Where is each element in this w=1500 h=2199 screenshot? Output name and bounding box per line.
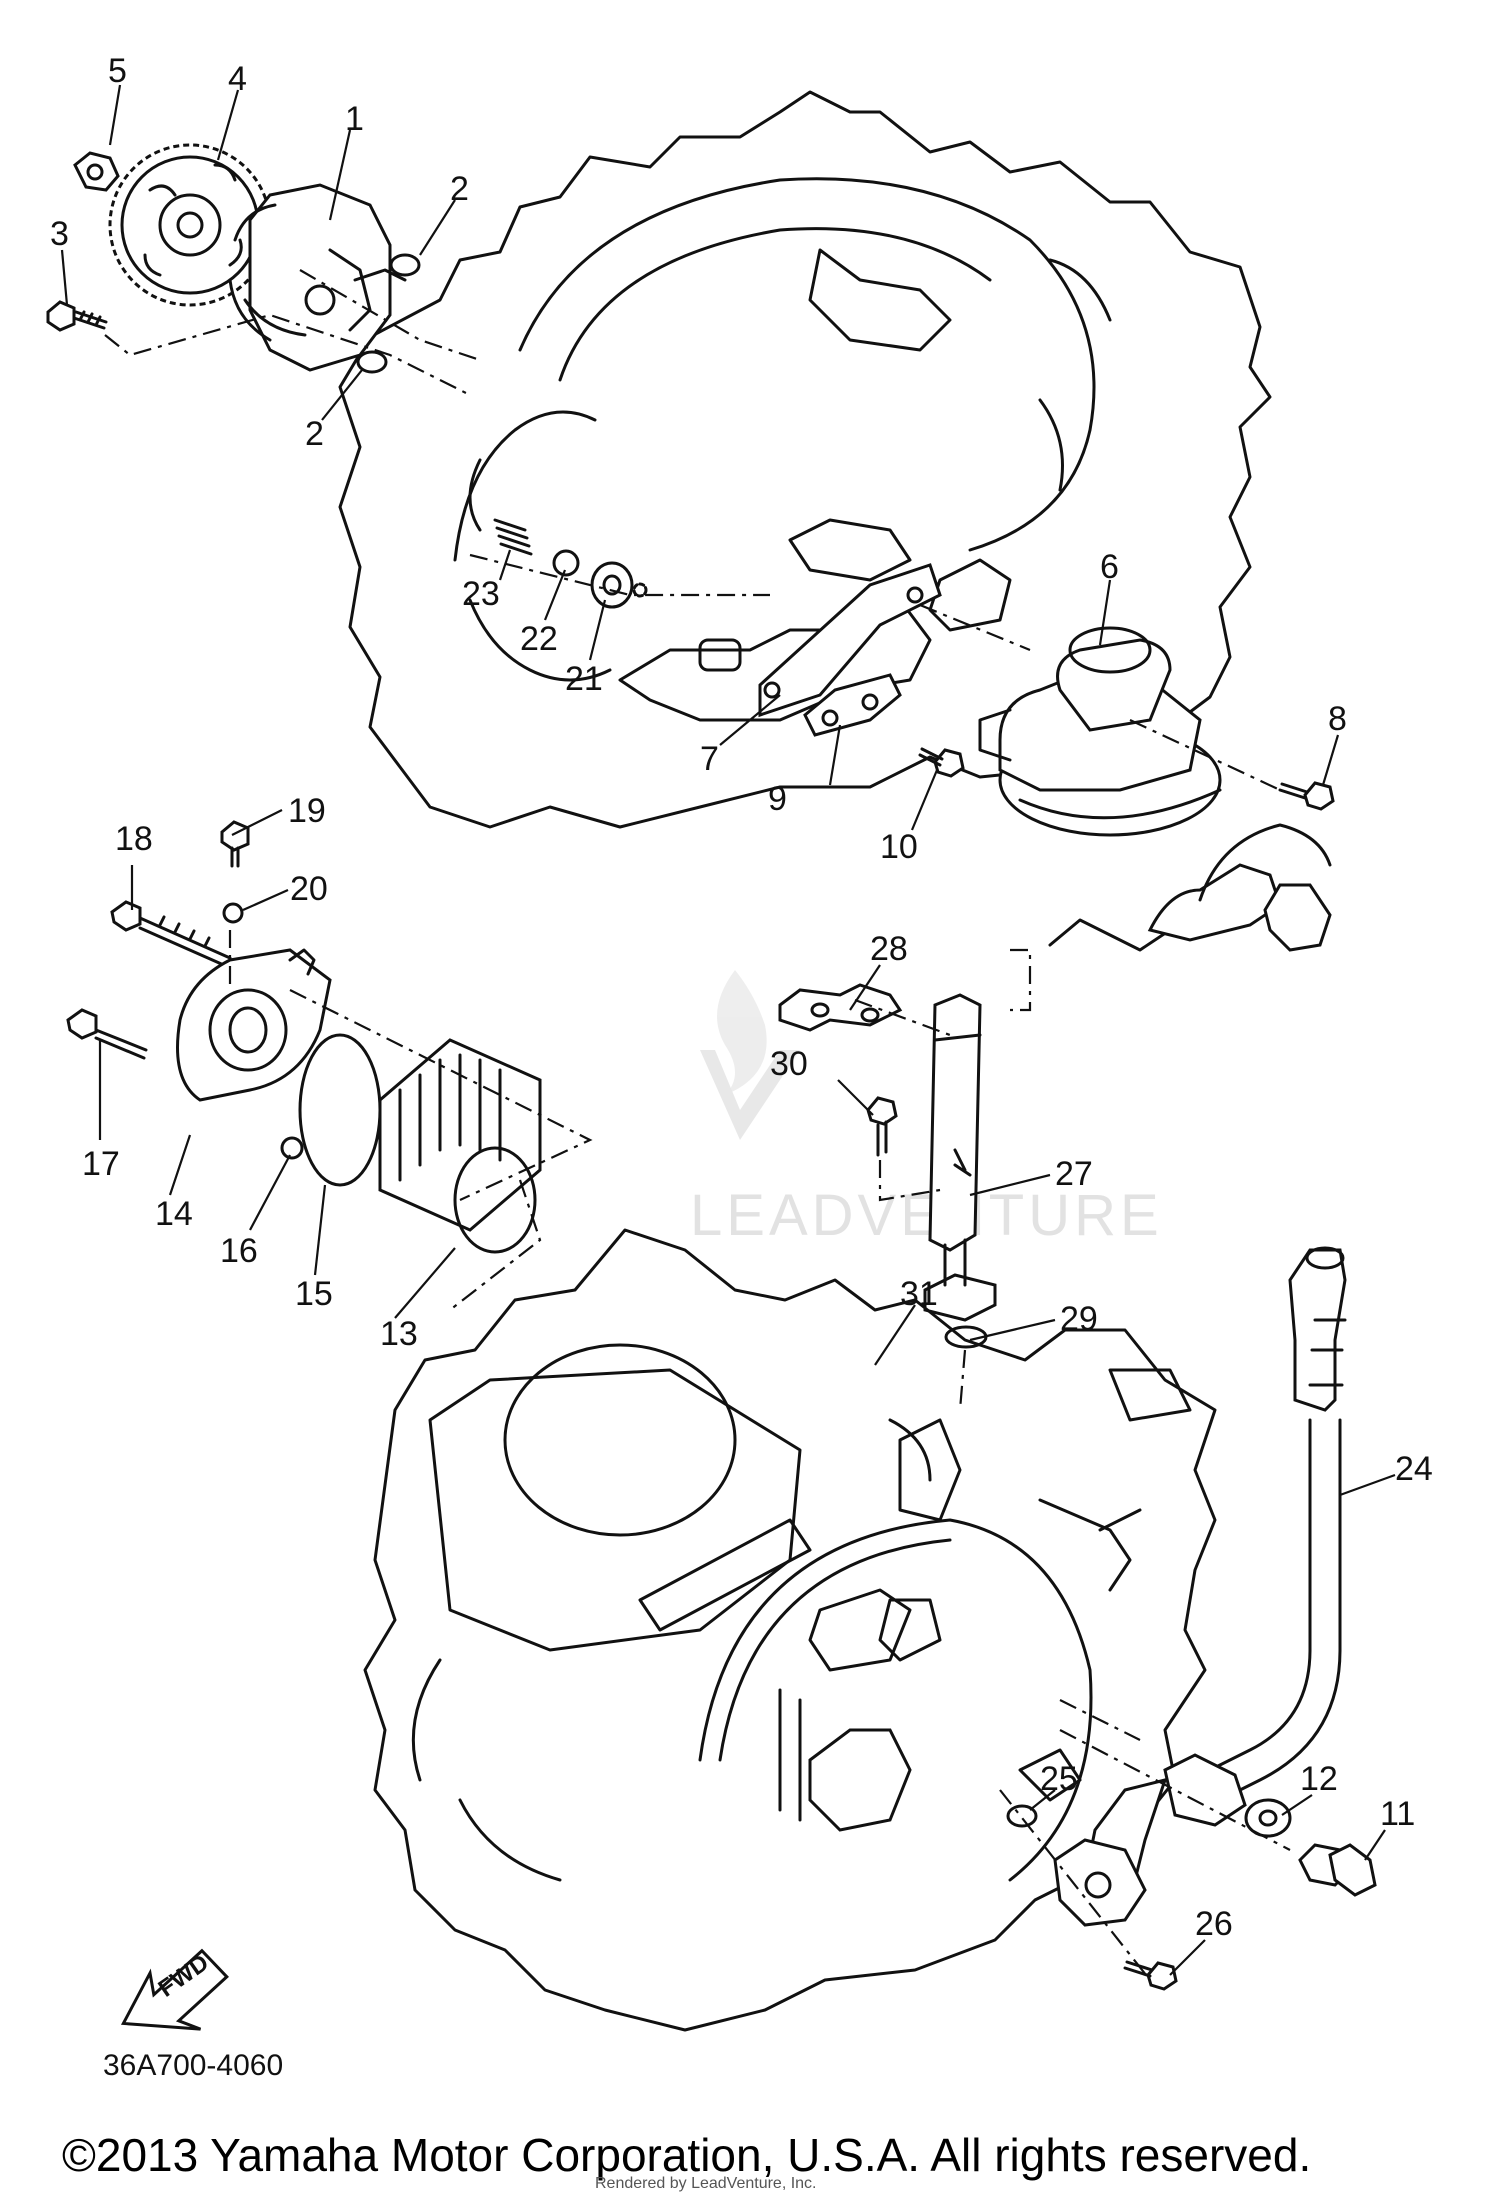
callout-30: 30 xyxy=(770,1045,808,1083)
bracket-7 xyxy=(758,563,942,718)
filter-cover-14 xyxy=(176,948,332,1102)
bolt-26 xyxy=(1123,1960,1178,1991)
callout-12: 12 xyxy=(1300,1760,1338,1798)
copyright-notice: ©2013 Yamaha Motor Corporation, U.S.A. A… xyxy=(62,2129,1311,2181)
fwd-arrow-icon: FWD xyxy=(120,1948,229,2031)
callout-18: 18 xyxy=(115,820,153,858)
callout-22: 22 xyxy=(520,620,558,658)
o-ring-15 xyxy=(298,1033,382,1187)
o-ring-2b xyxy=(356,350,388,374)
callout-7: 7 xyxy=(700,740,719,778)
bolt-30 xyxy=(866,1096,898,1157)
bolt-18 xyxy=(110,900,232,968)
oil-filter-13 xyxy=(378,1038,542,1254)
callout-15: 15 xyxy=(295,1275,333,1313)
o-ring-22 xyxy=(552,549,580,577)
crankcase-lower xyxy=(363,1228,1217,2032)
callout-29: 29 xyxy=(1060,1300,1098,1338)
callout-5: 5 xyxy=(108,52,127,90)
hose-upper xyxy=(1048,823,1332,952)
flange-26 xyxy=(1053,1838,1147,1927)
callout-9: 9 xyxy=(768,780,787,818)
washer-20 xyxy=(222,902,244,924)
callout-6: 6 xyxy=(1100,548,1119,586)
o-ring-16 xyxy=(280,1136,304,1160)
diagram-code: 36A700-4060 xyxy=(103,2049,283,2082)
o-ring-2a xyxy=(389,253,421,277)
pump-bolt-3 xyxy=(46,300,108,332)
callout-11: 11 xyxy=(1380,1795,1415,1833)
oil-hose-24 xyxy=(1163,1246,1347,1827)
callout-2b: 2 xyxy=(305,415,324,453)
callout-24: 24 xyxy=(1395,1450,1433,1488)
clamp-9 xyxy=(803,673,902,737)
bolt-19 xyxy=(220,820,250,868)
bolt-8 xyxy=(1278,781,1335,811)
bracket-31 xyxy=(778,1688,912,1832)
washer-12 xyxy=(1244,1798,1292,1838)
callout-19: 19 xyxy=(288,792,326,830)
bolt-17 xyxy=(66,1008,148,1060)
watermark-text: LEADVENTURE xyxy=(690,1183,1163,1248)
callout-28: 28 xyxy=(870,930,908,968)
callout-31: 31 xyxy=(900,1275,938,1313)
bolt-10 xyxy=(918,747,965,778)
spring-23 xyxy=(493,518,533,556)
watermark-logo xyxy=(700,970,800,1140)
callout-21: 21 xyxy=(565,660,603,698)
callout-25: 25 xyxy=(1040,1760,1078,1798)
callout-13: 13 xyxy=(380,1315,418,1353)
oil-pump-gear xyxy=(108,143,272,307)
pump-nut xyxy=(73,151,120,192)
crankcase-upper xyxy=(338,90,1272,829)
callout-20: 20 xyxy=(290,870,328,908)
callout-27: 27 xyxy=(1055,1155,1093,1193)
callout-4: 4 xyxy=(228,60,247,98)
callout-17: 17 xyxy=(82,1145,120,1183)
callout-labels: 5 4 1 2 2 3 6 7 8 9 10 11 12 13 14 15 16… xyxy=(50,52,1433,1943)
oil-strainer-6 xyxy=(978,626,1222,837)
oil-pump-body xyxy=(228,183,407,372)
callout-10: 10 xyxy=(880,828,918,866)
callout-8: 8 xyxy=(1328,700,1347,738)
plug-11 xyxy=(1298,1843,1377,1897)
callout-14: 14 xyxy=(155,1195,193,1233)
grommet-21 xyxy=(590,561,648,609)
rendered-by-notice: Rendered by LeadVenture, Inc. xyxy=(595,2175,817,2192)
oil-pipe-27 xyxy=(923,993,997,1322)
callout-2a: 2 xyxy=(450,170,469,208)
gasket-28 xyxy=(778,983,903,1032)
callout-26: 26 xyxy=(1195,1905,1233,1943)
leader-lines xyxy=(60,84,1396,1976)
callout-3: 3 xyxy=(50,215,69,253)
callout-23: 23 xyxy=(462,575,500,613)
callout-16: 16 xyxy=(220,1232,258,1270)
o-ring-25 xyxy=(1006,1804,1038,1828)
callout-1: 1 xyxy=(345,100,364,138)
